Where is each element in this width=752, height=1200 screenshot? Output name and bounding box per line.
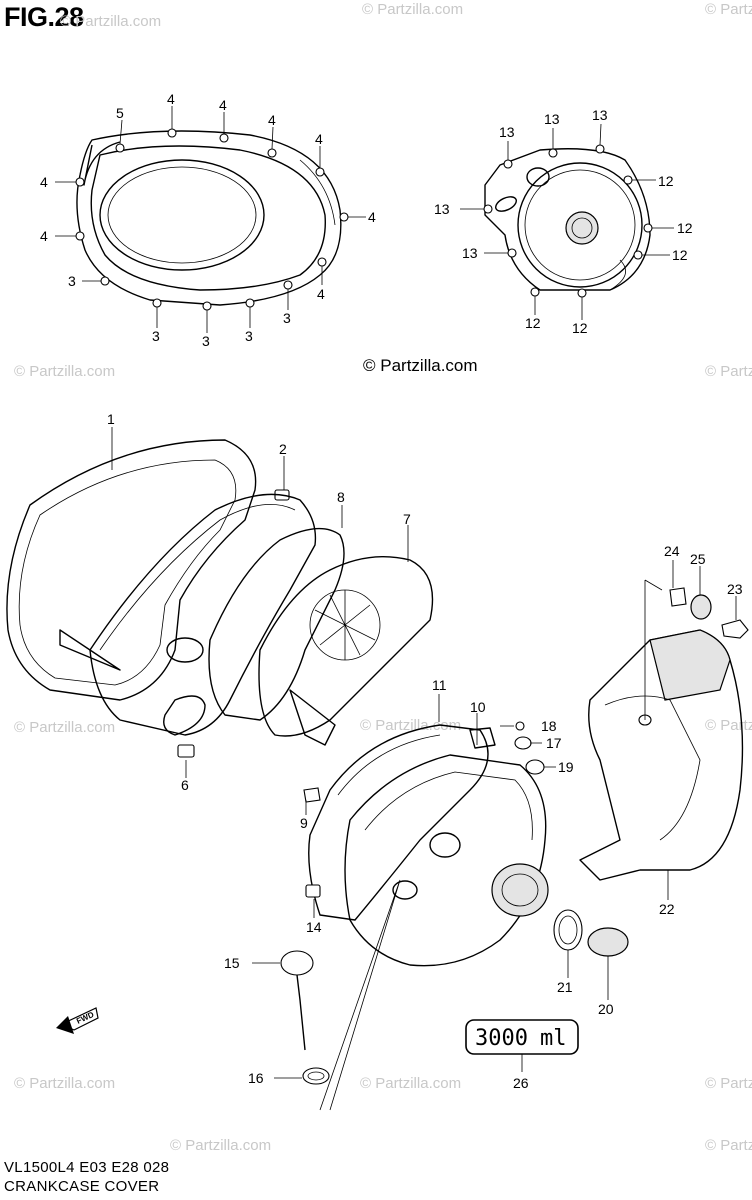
callouts-top-left: 5 4 4 4 4 4 4 4 4 3 3 3 3 3: [40, 91, 376, 349]
figure-title: FIG.28: [4, 2, 84, 32]
callout-label: 8: [337, 489, 345, 505]
watermark: © Partzilla.com: [60, 13, 161, 30]
callout-label: 13: [544, 111, 560, 127]
watermark: © Partzilla.com: [14, 1075, 115, 1092]
callout-label: 4: [40, 174, 48, 190]
callouts-middle-left: 1 2 8 7 6 9: [107, 411, 411, 831]
watermarks: © Partzilla.com © Partzilla.com © Partzi…: [14, 1, 752, 1154]
oil-volume-value: 3000: [475, 1026, 528, 1051]
watermark: © Partzilla.com: [360, 717, 461, 734]
callout-label: 15: [224, 955, 240, 971]
callout-label: 13: [434, 201, 450, 217]
callouts-right: 24 25 23 22: [659, 543, 743, 917]
callout-label: 13: [462, 245, 478, 261]
oil-volume-label: 3000 ml 26: [465, 1019, 579, 1091]
callout-label: 17: [546, 735, 562, 751]
callout-label: 10: [470, 699, 486, 715]
callout-label: 3: [245, 328, 253, 344]
callout-label: 12: [672, 247, 688, 263]
watermark: © Partzilla.com: [705, 1075, 752, 1092]
diagram-title: CRANKCASE COVER: [4, 1178, 160, 1195]
callout-label: 4: [317, 286, 325, 302]
outer-cover-right: [579, 560, 749, 900]
callouts-top-right: 13 13 13 12 12 12 13 13 12 12: [434, 107, 693, 336]
callout-label: 19: [558, 759, 574, 775]
watermark: © Partzilla.com: [14, 363, 115, 380]
callout-label: 26: [513, 1075, 529, 1091]
callout-label: 3: [202, 333, 210, 349]
callout-label: 12: [525, 315, 541, 331]
callout-label: 25: [690, 551, 706, 567]
watermark: © Partzilla.com: [14, 719, 115, 736]
callout-label: 4: [368, 209, 376, 225]
callout-label: 12: [658, 173, 674, 189]
callout-label: 24: [664, 543, 680, 559]
callout-label: 9: [300, 815, 308, 831]
watermark: © Partzilla.com: [705, 363, 752, 380]
crankcase-cover-exploded: [252, 694, 629, 1111]
callout-label: 3: [68, 273, 76, 289]
callout-label: 12: [677, 220, 693, 236]
callout-label: 4: [315, 131, 323, 147]
callout-label: 3: [152, 328, 160, 344]
callout-label: 7: [403, 511, 411, 527]
callout-label: 2: [279, 441, 287, 457]
callout-label: 1: [107, 411, 115, 427]
callout-label: 18: [541, 718, 557, 734]
oil-volume-unit: ml: [540, 1026, 567, 1051]
callout-label: 11: [432, 677, 447, 693]
diagram-code: VL1500L4 E03 E28 028: [4, 1159, 170, 1176]
callout-label: 13: [499, 124, 515, 140]
forward-arrow-icon: FWD: [56, 1007, 99, 1034]
crankcase-cover-front-view: [460, 123, 674, 320]
callout-label: 4: [40, 228, 48, 244]
callout-label: 6: [181, 777, 189, 793]
watermark: © Partzilla.com: [705, 717, 752, 734]
watermark: © Partzilla.com: [360, 1075, 461, 1092]
callout-label: 4: [219, 97, 227, 113]
callout-label: 5: [116, 105, 124, 121]
watermark: © Partzilla.com: [705, 1137, 752, 1154]
callout-label: 20: [598, 1001, 614, 1017]
callout-label: 13: [592, 107, 608, 123]
copyright-notice: © Partzilla.com: [363, 356, 478, 375]
callout-label: 22: [659, 901, 675, 917]
watermark: © Partzilla.com: [705, 1, 752, 18]
watermark: © Partzilla.com: [362, 1, 463, 18]
callout-label: 4: [167, 91, 175, 107]
callout-label: 4: [268, 112, 276, 128]
callout-label: 3: [283, 310, 291, 326]
clutch-cover-exploded: [6, 427, 434, 815]
clutch-cover-front-view: [55, 106, 366, 333]
callout-label: 23: [727, 581, 743, 597]
callout-label: 14: [306, 919, 322, 935]
watermark: © Partzilla.com: [170, 1137, 271, 1154]
callout-label: 12: [572, 320, 588, 336]
callout-label: 16: [248, 1070, 264, 1086]
callouts-center: 11 10 18 17 19 14 15 16 21 20: [224, 677, 614, 1086]
callout-label: 21: [557, 979, 573, 995]
